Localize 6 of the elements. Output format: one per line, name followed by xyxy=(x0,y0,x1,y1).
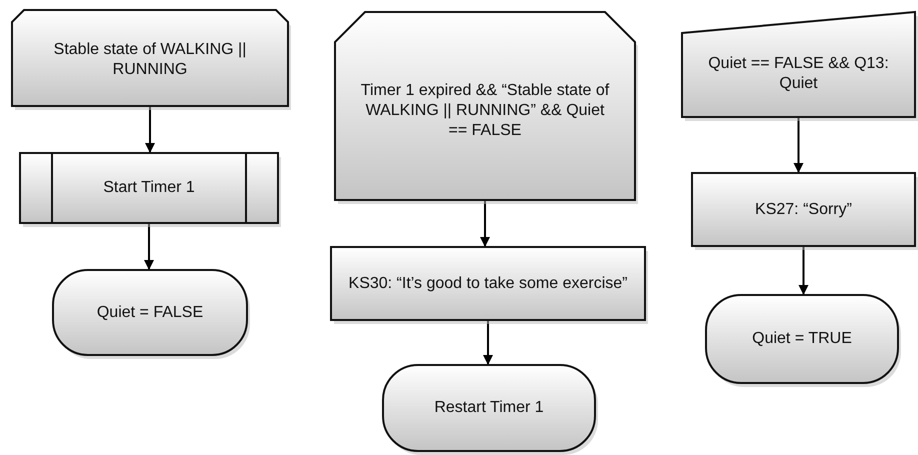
arrow xyxy=(798,246,808,295)
arrow xyxy=(480,200,490,247)
arrow xyxy=(794,117,804,173)
arrow xyxy=(144,223,154,270)
arrow xyxy=(145,106,155,153)
arrow xyxy=(483,320,493,365)
